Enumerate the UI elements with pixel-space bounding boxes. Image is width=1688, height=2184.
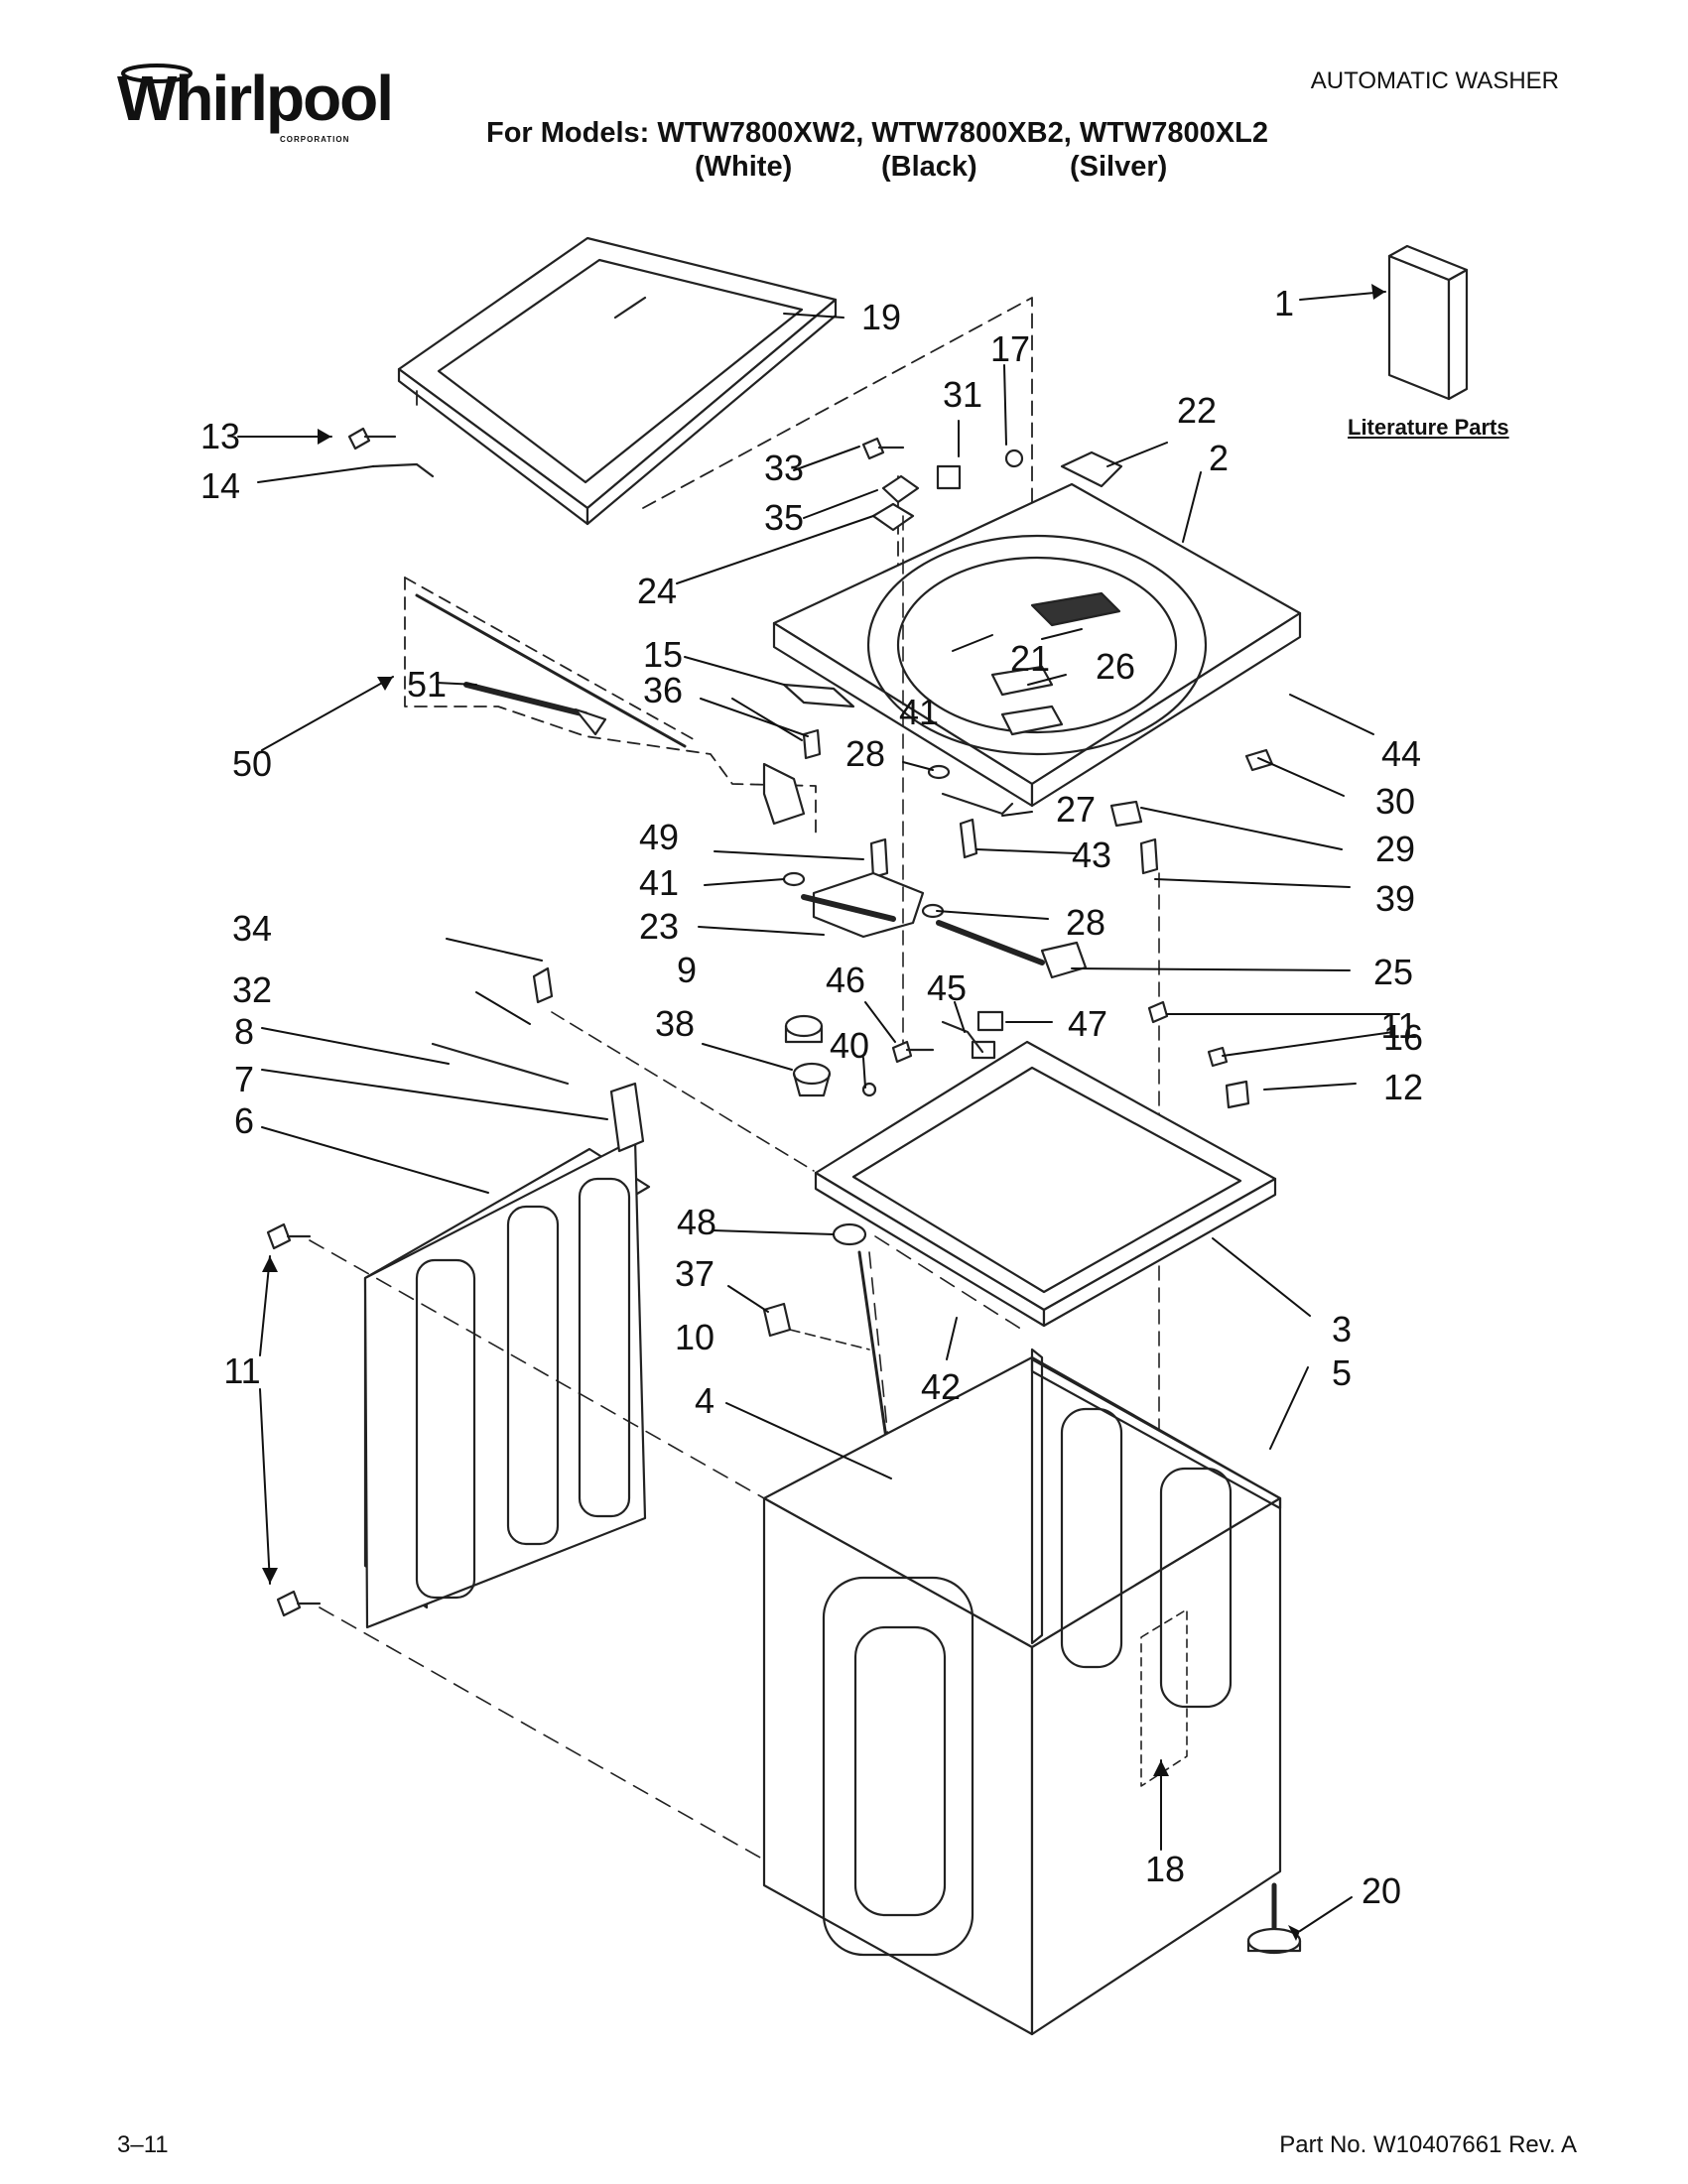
literature-parts-label: Literature Parts [1348,415,1509,440]
literature-booklet [1387,244,1469,401]
callout-30: 30 [1374,781,1416,822]
callout-22: 22 [1176,390,1218,431]
lid-switch [782,683,855,760]
callout-8: 8 [233,1011,255,1052]
callout-26: 26 [1095,646,1136,687]
callout-39: 39 [1374,878,1416,919]
callout-24: 24 [636,571,678,611]
callout-21: 21 [1009,638,1051,679]
callout-11-rear: 11 [223,1350,261,1391]
callout-48: 48 [676,1202,717,1242]
callout-5: 5 [1331,1352,1353,1393]
rear-panel-screws [266,1222,322,1617]
small-base-parts [431,966,1250,1350]
callout-1: 1 [1273,283,1295,323]
callout-35: 35 [763,497,805,538]
callout-42: 42 [920,1366,962,1407]
leveling-leg [1246,1882,1302,1955]
callout-16: 16 [1382,1017,1424,1058]
callout-31: 31 [942,374,983,415]
callout-14: 14 [199,465,241,506]
section-title: AUTOMATIC WASHER [1310,67,1559,94]
variant-silver: (Silver) [1070,151,1168,183]
callout-3: 3 [1331,1309,1353,1349]
brand-subtitle: CORPORATION [280,135,350,144]
brand-swirl-icon [121,64,193,83]
callout-19: 19 [860,297,902,337]
callout-41: 41 [898,692,940,732]
callout-47: 47 [1067,1003,1108,1044]
callout-41-lower: 41 [638,862,680,903]
callout-11: 11 [1380,1005,1418,1046]
callout-38: 38 [654,1003,696,1044]
top-brackets [871,449,1123,532]
callout-18: 18 [1144,1849,1186,1889]
page-number: 3–11 [117,2131,169,2158]
brand-name: Whirlpool [117,63,394,134]
callout-15: 15 [642,634,684,675]
callout-7: 7 [233,1059,255,1099]
callout-6: 6 [233,1100,255,1141]
brand-logo: Whirlpool [117,62,394,135]
callout-4: 4 [694,1380,715,1421]
callout-36: 36 [642,670,684,710]
suspension-mounts [782,748,1274,979]
variant-white: (White) [695,151,793,183]
callout-51: 51 [406,664,448,705]
callout-43: 43 [1071,835,1112,875]
callout-20: 20 [1361,1870,1402,1911]
callout-2: 2 [1208,438,1230,478]
callout-29: 29 [1374,829,1416,869]
callout-45: 45 [926,967,968,1008]
callout-44: 44 [1380,733,1422,774]
callout-10: 10 [674,1317,715,1357]
callout-12: 12 [1382,1067,1424,1107]
callout-46: 46 [825,960,866,1000]
callout-28: 28 [844,733,886,774]
callout-37: 37 [674,1253,715,1294]
callout-leaders [237,291,1400,1932]
callout-13: 13 [199,416,241,456]
rear-panel [363,1082,651,1629]
callout-17: 17 [989,328,1031,369]
screws-top [347,427,905,478]
callout-50: 50 [231,743,273,784]
base-frame [814,1040,1277,1328]
callout-28-lower: 28 [1065,902,1106,943]
callout-32: 32 [231,969,273,1010]
callout-27: 27 [1055,789,1097,830]
callout-40: 40 [829,1025,870,1066]
part-number: Part No. W10407661 Rev. A [1279,2131,1577,2158]
callout-33: 33 [763,448,805,488]
callout-34: 34 [231,908,273,949]
callout-49: 49 [638,817,680,857]
callout-25: 25 [1372,952,1414,992]
callout-9: 9 [676,950,698,990]
door-lock-assembly [404,577,817,835]
cabinet [762,1348,1282,2036]
variant-black: (Black) [881,151,977,183]
callout-arrowheads [262,284,1385,1941]
callout-23: 23 [638,906,680,947]
cabinet-guide-lines [309,1235,1023,1859]
models-line: For Models: WTW7800XW2, WTW7800XB2, WTW7… [486,117,1268,149]
lid-assembly [397,236,838,526]
